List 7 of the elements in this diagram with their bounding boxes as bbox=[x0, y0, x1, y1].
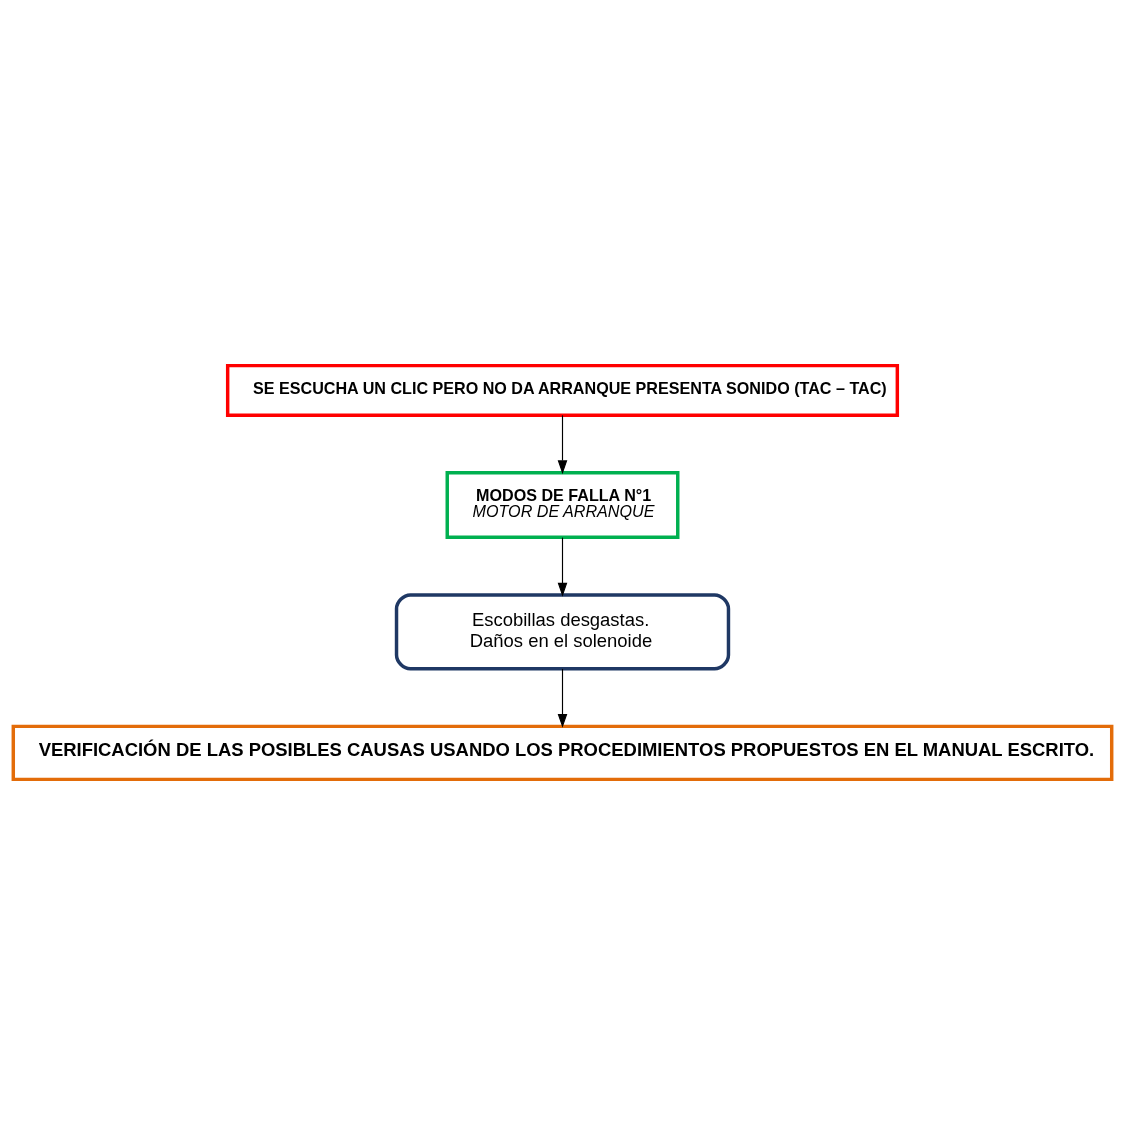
arrow bbox=[557, 414, 568, 474]
arrow bbox=[557, 667, 568, 728]
node-box: Escobillas desgastas. Daños en el solenoide bbox=[394, 592, 731, 670]
arrow bbox=[557, 536, 568, 597]
node-box: SE ESCUCHA UN CLIC PERO NO DA ARRANQUE PRESENTA SONIDO (TAC – TAC) bbox=[225, 363, 900, 417]
node-box: VERIFICACIÓN DE LAS POSIBLES CAUSAS USANDO LOS PROCEDIMIENTOS PROPUESTOS EN EL MANUAL ESCRITO. bbox=[11, 724, 1114, 781]
node-box: MODOS DE FALLA N°1 MOTOR DE ARRANQUE bbox=[445, 470, 680, 539]
